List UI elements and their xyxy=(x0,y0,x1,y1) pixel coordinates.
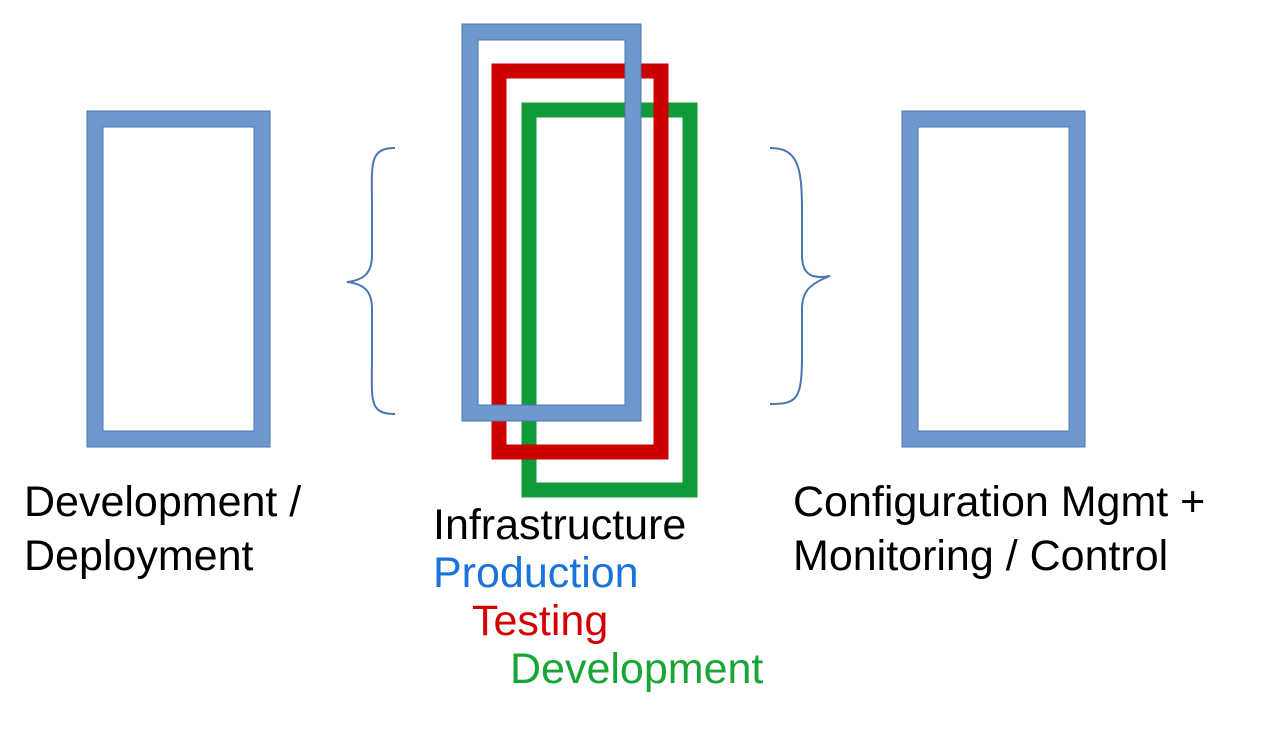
right-brace xyxy=(769,147,831,405)
development-environment-frame xyxy=(521,102,698,498)
left-label-line-2: Deployment xyxy=(24,532,254,580)
right-label-line-1: Configuration Mgmt + xyxy=(793,478,1206,526)
right-box xyxy=(901,110,1086,448)
infrastructure-title: Infrastructure xyxy=(433,501,687,549)
environment-label-production: Production xyxy=(433,549,639,597)
testing-environment-frame xyxy=(491,63,669,460)
production-environment-frame xyxy=(461,23,642,422)
left-brace xyxy=(346,147,396,415)
environment-label-development: Development xyxy=(510,645,764,693)
left-label-line-1: Development / xyxy=(24,478,302,526)
development-deployment-label: Development / Deployment xyxy=(24,475,301,583)
configuration-monitoring-label: Configuration Mgmt + Monitoring / Contro… xyxy=(793,475,1205,583)
environment-label-testing: Testing xyxy=(472,597,609,645)
left-box xyxy=(86,110,271,448)
right-label-line-2: Monitoring / Control xyxy=(793,532,1169,580)
